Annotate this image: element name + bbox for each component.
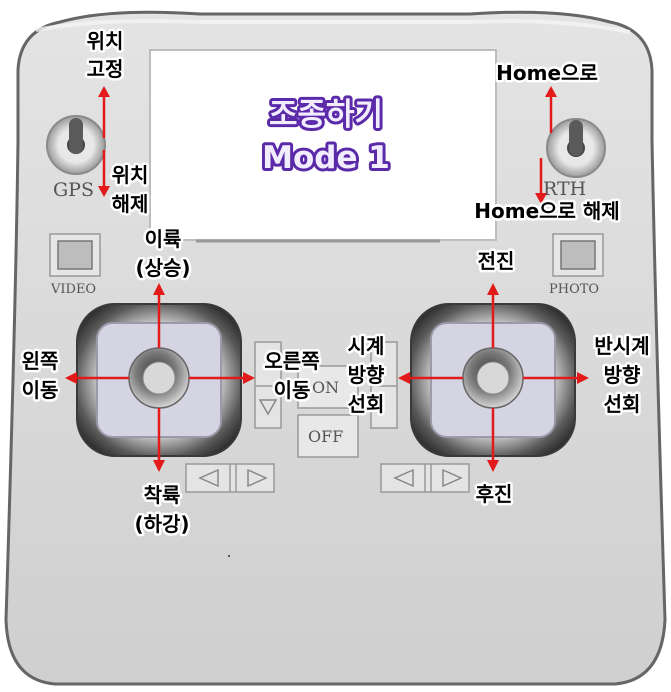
arrow-up-icon bbox=[545, 86, 557, 97]
label-position-hold-2: 고정 bbox=[87, 57, 124, 81]
video-label: VIDEO bbox=[50, 282, 96, 297]
label-backward: 후진 bbox=[476, 482, 513, 506]
on-label: ON bbox=[312, 378, 339, 397]
left-trim-horizontal[interactable] bbox=[185, 463, 275, 493]
on-button[interactable] bbox=[297, 365, 359, 409]
arrow-down-icon bbox=[487, 460, 499, 472]
arrow-right-icon bbox=[577, 372, 589, 384]
label-move-right-2: 이동 bbox=[274, 378, 311, 402]
screen-title-line1: 조종하기 bbox=[269, 97, 383, 133]
label-land-1: 착륙 bbox=[144, 483, 181, 507]
label-home: Home으로 bbox=[496, 61, 598, 85]
label-home-release: Home으로 해제 bbox=[474, 199, 619, 223]
photo-button[interactable] bbox=[552, 233, 604, 277]
screen-title-line2: Mode 1 bbox=[262, 140, 390, 176]
label-move-left-2: 이동 bbox=[22, 378, 59, 402]
label-ccw-3: 선회 bbox=[604, 392, 641, 416]
rth-label: RTH bbox=[543, 178, 586, 200]
label-forward: 전진 bbox=[478, 249, 515, 273]
trim-right-arrow-icon bbox=[247, 468, 268, 488]
label-move-left-1: 왼쪽 bbox=[22, 349, 59, 373]
trim-left-arrow-icon bbox=[198, 468, 219, 488]
trim-left-arrow-icon bbox=[393, 468, 414, 488]
off-label: OFF bbox=[308, 427, 343, 446]
right-trim-horizontal[interactable] bbox=[380, 463, 470, 493]
label-cw-2: 방향 bbox=[348, 363, 385, 387]
arrow-left-icon bbox=[398, 372, 410, 384]
label-move-right-1: 오른쪽 bbox=[264, 349, 319, 373]
arrow-up-icon bbox=[98, 86, 110, 97]
photo-label: PHOTO bbox=[549, 282, 599, 297]
gps-label: GPS bbox=[53, 179, 94, 201]
right-trim-vertical[interactable] bbox=[370, 341, 398, 429]
label-position-hold-1: 위치 bbox=[87, 29, 124, 53]
trim-down-arrow-icon bbox=[258, 399, 278, 416]
left-trim-vertical[interactable] bbox=[254, 341, 282, 429]
label-takeoff-1: 이륙 bbox=[145, 227, 182, 251]
label-cw-3: 선회 bbox=[348, 392, 385, 416]
label-takeoff-2: (상승) bbox=[135, 256, 190, 280]
off-button[interactable] bbox=[297, 414, 359, 458]
label-land-2: (하강) bbox=[134, 512, 189, 536]
arrow-left-icon bbox=[65, 372, 77, 384]
arrow-down-icon bbox=[153, 460, 165, 472]
direction-arrows bbox=[65, 86, 589, 472]
arrow-down-icon bbox=[535, 193, 547, 204]
label-ccw-2: 방향 bbox=[604, 363, 641, 387]
video-button[interactable] bbox=[49, 233, 101, 277]
arrow-up-icon bbox=[487, 283, 499, 295]
trim-right-arrow-icon bbox=[442, 468, 463, 488]
rth-switch[interactable] bbox=[546, 118, 606, 178]
display-screen bbox=[149, 49, 497, 241]
arrow-up-icon bbox=[153, 283, 165, 295]
label-cw-1: 시계 bbox=[348, 334, 385, 358]
arrow-down-icon bbox=[98, 186, 110, 197]
label-position-release-1: 위치 bbox=[112, 163, 149, 187]
left-stick[interactable] bbox=[76, 303, 242, 457]
arrow-right-icon bbox=[243, 372, 255, 384]
label-position-release-2: 해제 bbox=[112, 192, 149, 216]
label-ccw-1: 반시계 bbox=[594, 334, 649, 358]
gps-switch[interactable] bbox=[46, 115, 106, 175]
